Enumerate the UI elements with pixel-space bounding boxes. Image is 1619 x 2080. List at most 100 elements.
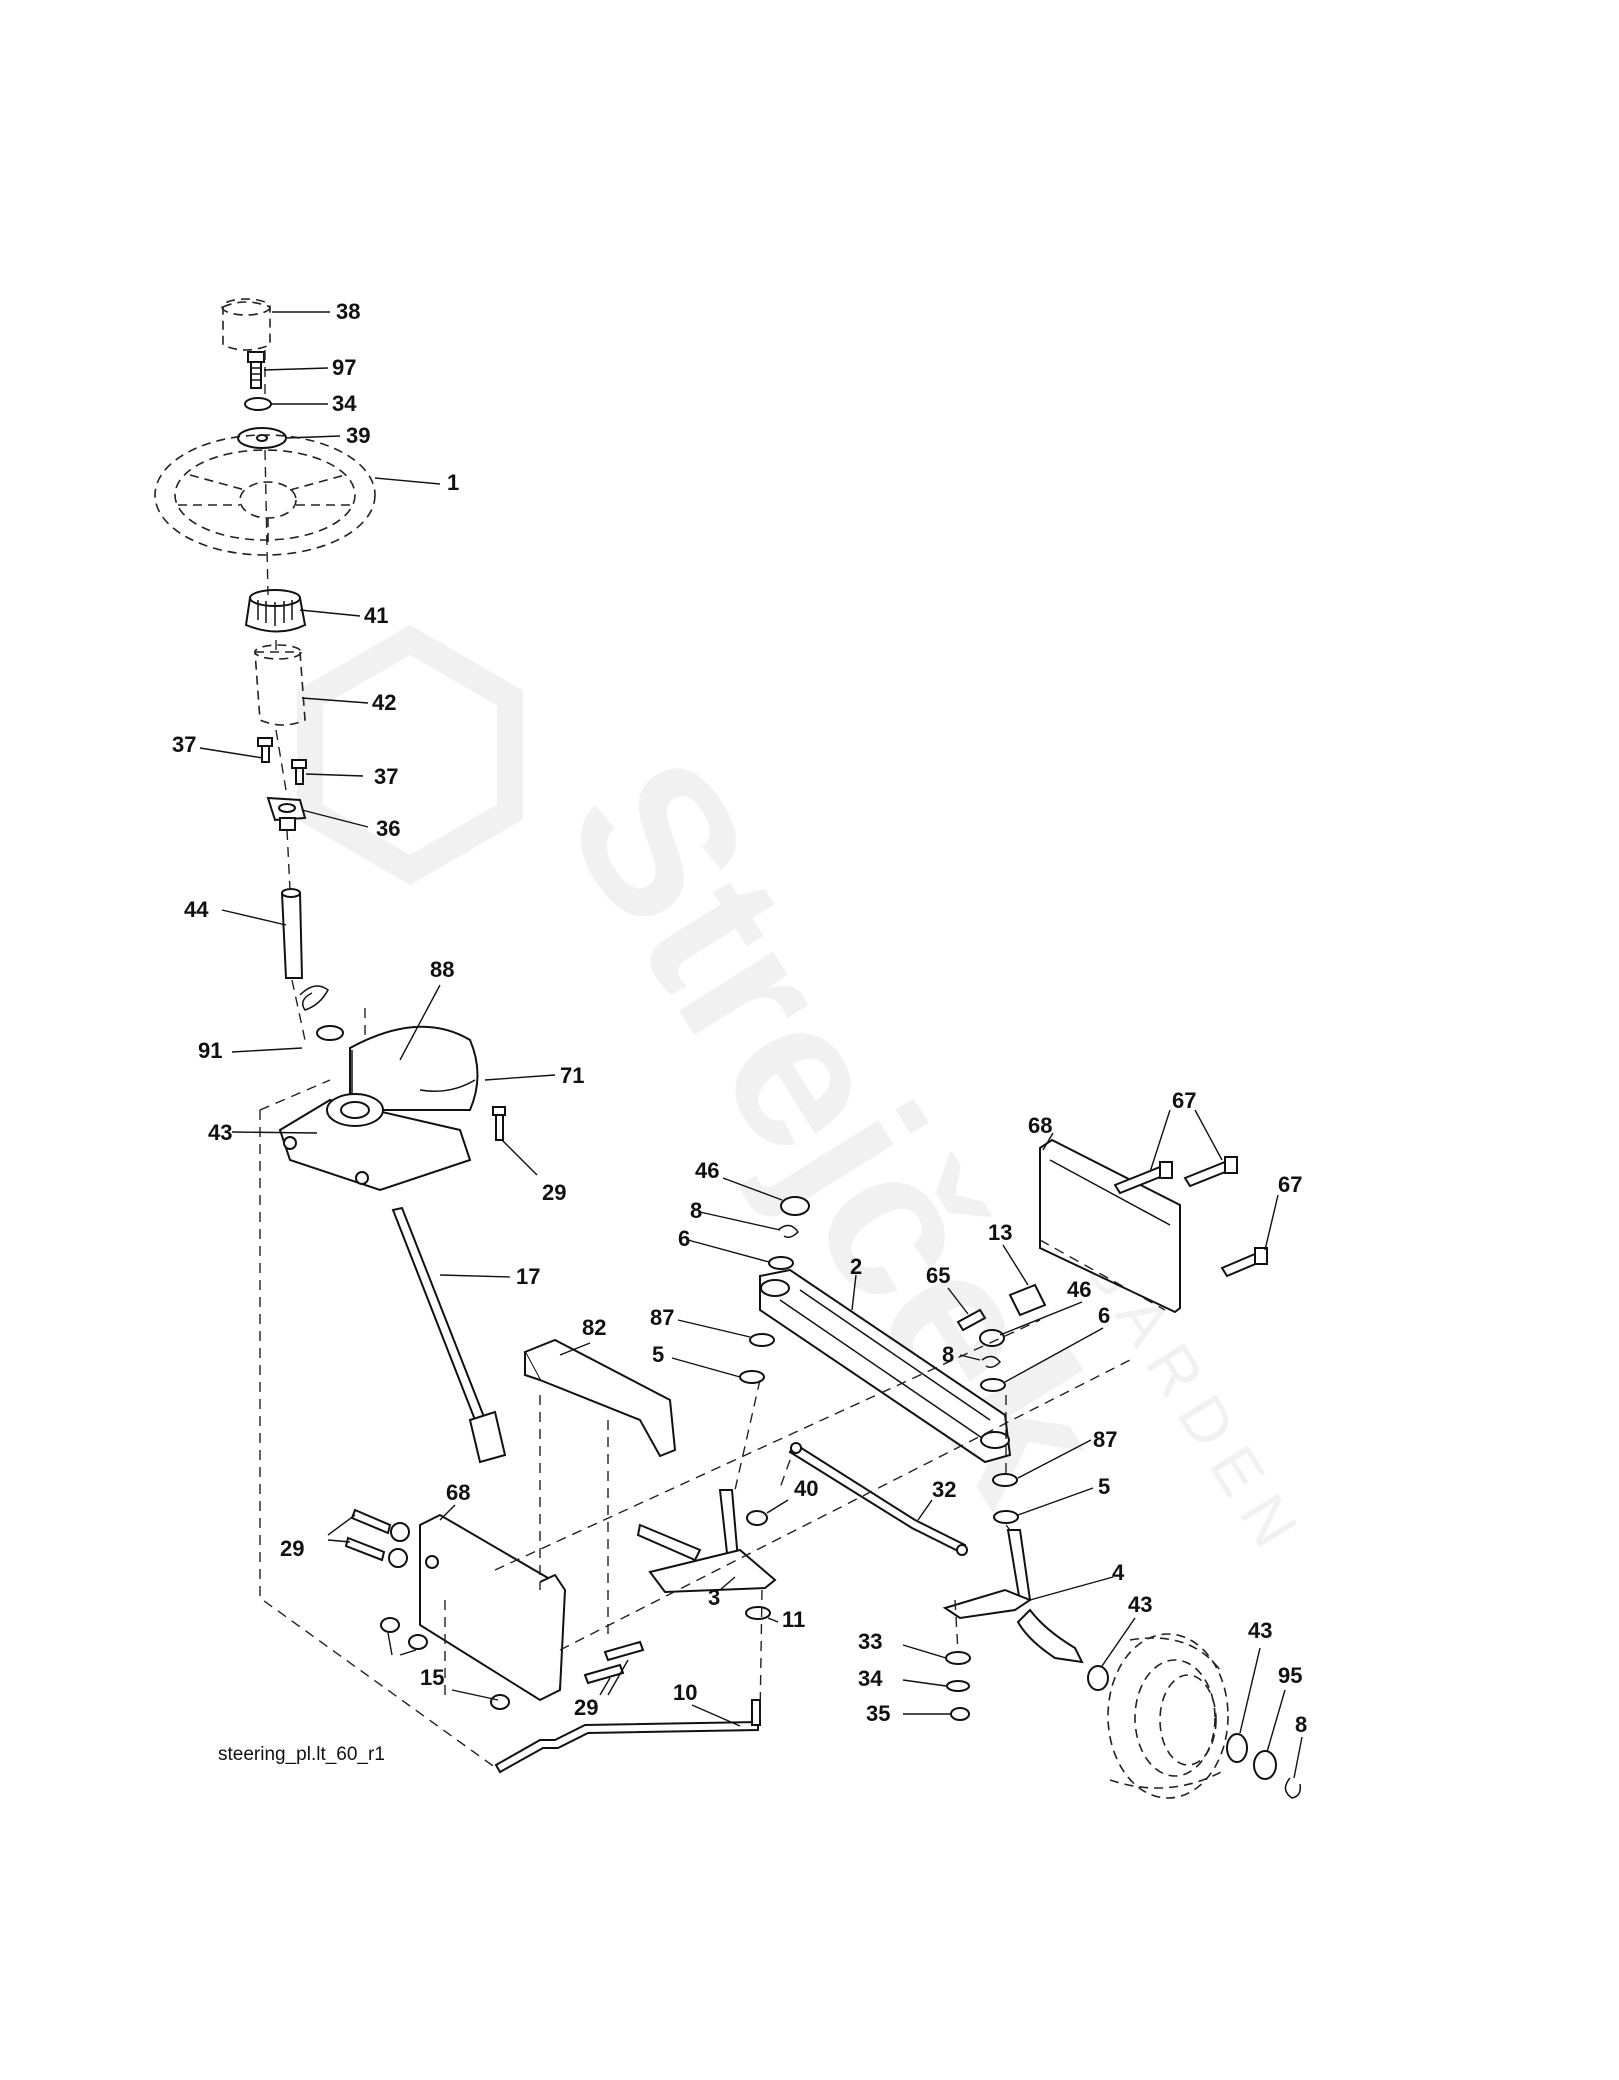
part-67-bolt-b <box>1183 1156 1238 1188</box>
part-11-washer <box>745 1606 771 1620</box>
part-6-washer-right <box>980 1378 1006 1392</box>
callout-29-right: 29 <box>574 1695 598 1720</box>
part-39-washer <box>237 427 287 449</box>
part-15-nuts <box>380 1617 510 1710</box>
part-35-nut <box>950 1707 970 1721</box>
part-10-tie-rod <box>494 1699 761 1774</box>
part-97-bolt <box>247 351 265 389</box>
part-5-bearing-right <box>993 1510 1019 1524</box>
part-68-upper-bracket <box>1039 1138 1181 1314</box>
part-40-nut <box>746 1510 768 1526</box>
part-36-flange-bushing <box>266 796 307 831</box>
part-46-cap-right <box>979 1329 1005 1347</box>
callout-40: 40 <box>794 1476 818 1501</box>
part-8-clip-hub <box>1284 1777 1302 1799</box>
callout-87-right: 87 <box>1093 1427 1117 1452</box>
callout-5-right: 5 <box>1098 1474 1110 1499</box>
part-43-washer <box>316 1025 344 1041</box>
part-42-boot <box>254 644 306 726</box>
part-87-washer-left <box>749 1333 775 1347</box>
callout-17: 17 <box>516 1264 540 1289</box>
callout-8-hub: 8 <box>1295 1712 1307 1737</box>
part-29-bolt-top <box>492 1106 506 1141</box>
diagram-id-caption: steering_pl.lt_60_r1 <box>218 1744 385 1765</box>
callout-29-left: 29 <box>280 1536 304 1561</box>
part-1-steering-wheel <box>154 434 376 556</box>
part-65-pin <box>956 1308 987 1332</box>
part-43-washer-hub <box>1226 1733 1248 1763</box>
part-41-adapter <box>244 589 307 633</box>
callout-95: 95 <box>1278 1663 1302 1688</box>
callout-46-top: 46 <box>695 1158 719 1183</box>
callout-8-right: 8 <box>942 1342 954 1367</box>
part-17-steering-shaft <box>391 1206 507 1464</box>
callout-3: 3 <box>708 1585 720 1610</box>
callout-87-left: 87 <box>650 1305 674 1330</box>
callout-4: 4 <box>1112 1560 1125 1585</box>
callout-88: 88 <box>430 957 454 982</box>
watermark-brand: Strejček <box>522 719 1154 1537</box>
part-33-washer <box>945 1651 971 1665</box>
part-steering-bracket <box>278 1093 472 1192</box>
part-87-washer-right <box>992 1473 1018 1487</box>
callout-46-right: 46 <box>1067 1277 1091 1302</box>
part-2-front-axle <box>759 1268 1012 1464</box>
callout-67-right: 67 <box>1278 1172 1302 1197</box>
callout-35: 35 <box>866 1701 890 1726</box>
callout-36: 36 <box>376 816 400 841</box>
callout-15: 15 <box>420 1665 444 1690</box>
part-46-cap-top <box>780 1196 810 1216</box>
part-34-lock-washer <box>946 1680 970 1692</box>
callout-42: 42 <box>372 690 396 715</box>
callout-68-lower: 68 <box>446 1480 470 1505</box>
leader-lines <box>199 311 1303 1779</box>
callout-6-left: 6 <box>678 1226 690 1251</box>
callouts: 38 97 34 39 1 41 42 37 37 36 44 88 91 43… <box>172 299 1307 1737</box>
callout-37-left: 37 <box>172 732 196 757</box>
callout-43-top: 43 <box>208 1120 232 1145</box>
callout-34: 34 <box>332 391 357 416</box>
callout-43-hub: 43 <box>1248 1618 1272 1643</box>
part-wheel <box>1107 1633 1229 1799</box>
part-38-cap <box>221 298 271 351</box>
callout-39: 39 <box>346 423 370 448</box>
callout-97: 97 <box>332 355 356 380</box>
callout-71: 71 <box>560 1063 584 1088</box>
part-67-bolt-a <box>1113 1161 1173 1195</box>
part-43-washer-spindle <box>1087 1665 1109 1691</box>
callout-6-right: 6 <box>1098 1303 1110 1328</box>
callout-13: 13 <box>988 1220 1012 1245</box>
part-13-spacer <box>1008 1283 1047 1317</box>
callout-67-top: 67 <box>1172 1088 1196 1113</box>
callout-10: 10 <box>673 1680 697 1705</box>
part-44-shaft <box>280 888 304 979</box>
assembly-dashed-lines <box>259 350 1166 1769</box>
part-32-drag-link <box>788 1442 968 1556</box>
callout-8-top: 8 <box>690 1198 702 1223</box>
part-6-washer-left <box>768 1256 794 1270</box>
part-68-lower-bracket <box>388 1513 567 1702</box>
part-34-washer <box>244 397 272 411</box>
callout-44: 44 <box>184 897 209 922</box>
part-29-bolts-right <box>583 1640 645 1685</box>
callout-65: 65 <box>926 1263 950 1288</box>
callout-91: 91 <box>198 1038 222 1063</box>
callout-38: 38 <box>336 299 360 324</box>
part-67-bolt-c <box>1220 1247 1268 1278</box>
callout-34-lower: 34 <box>858 1666 883 1691</box>
part-37-bolt-right <box>291 759 307 785</box>
part-29-bolts-left <box>344 1508 392 1562</box>
callout-82: 82 <box>582 1315 606 1340</box>
callout-68-upper: 68 <box>1028 1113 1052 1138</box>
callout-29-top: 29 <box>542 1180 566 1205</box>
callout-1: 1 <box>447 470 459 495</box>
callout-33: 33 <box>858 1629 882 1654</box>
part-91-clip <box>299 985 329 1011</box>
callout-11: 11 <box>782 1607 805 1632</box>
part-3-spindle-left <box>636 1489 777 1594</box>
callout-41: 41 <box>364 603 388 628</box>
callout-37-right: 37 <box>374 764 398 789</box>
part-8-clip-right <box>981 1355 1002 1369</box>
watermark-logo-icon <box>297 624 523 886</box>
